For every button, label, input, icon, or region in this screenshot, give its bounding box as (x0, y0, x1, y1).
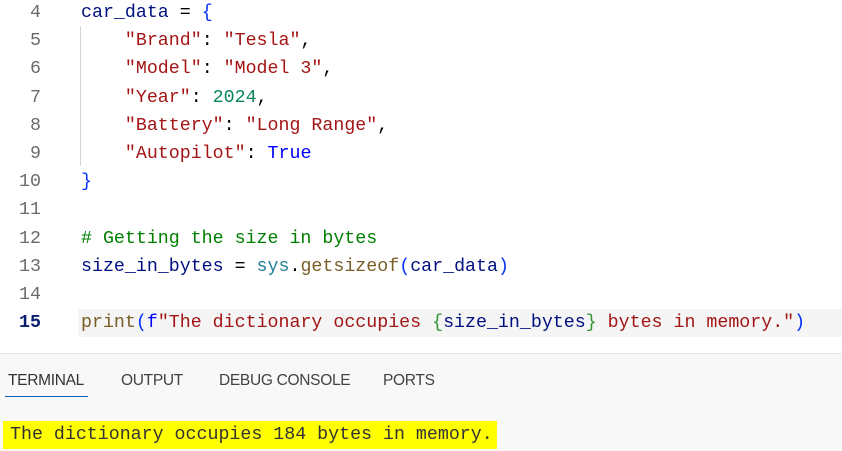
code-text[interactable]: print(f"The dictionary occupies {size_in… (78, 309, 842, 338)
code-line[interactable]: 9 "Autopilot": True (0, 140, 842, 168)
code-text[interactable]: size_in_bytes = sys.getsizeof(car_data) (78, 253, 842, 281)
code-token: } (585, 313, 597, 334)
indent-guide (80, 26, 81, 166)
code-line[interactable]: 7 "Year": 2024, (0, 84, 842, 112)
code-token: : (223, 115, 246, 136)
code-token: : (201, 31, 224, 52)
code-token: "Autopilot" (124, 144, 246, 164)
code-token: "Model 3" (223, 59, 323, 80)
code-token: getsizeof (300, 256, 400, 277)
code-text[interactable]: "Year": 2024, (78, 84, 842, 112)
code-token: , (256, 87, 268, 108)
code-token: : (245, 144, 268, 164)
bottom-panel: TERMINAL OUTPUT DEBUG CONSOLE PORTS The … (0, 353, 842, 451)
code-token: "Model" (124, 59, 202, 80)
line-number: 7 (30, 87, 41, 108)
code-token: ) (794, 313, 806, 334)
code-token: car_data (81, 3, 169, 23)
tab-output[interactable]: OUTPUT (121, 372, 183, 389)
code-token: : (190, 87, 213, 108)
code-token: . (289, 256, 301, 277)
code-line[interactable]: 8 "Battery": "Long Range", (0, 112, 842, 140)
active-tab-indicator (5, 396, 88, 397)
code-line[interactable]: 6 "Model": "Model 3", (0, 55, 842, 83)
code-token: = (168, 3, 202, 23)
code-text[interactable]: "Autopilot": True (78, 140, 842, 168)
code-text[interactable]: } (78, 168, 842, 196)
code-token: } (81, 172, 92, 193)
line-number: 11 (19, 200, 41, 221)
code-token: True (267, 144, 312, 164)
code-token: "The dictionary occupies (157, 313, 433, 334)
tab-debug-console[interactable]: DEBUG CONSOLE (219, 372, 351, 389)
code-line[interactable]: 4 car_data = { (0, 0, 842, 27)
code-token (81, 59, 125, 79)
code-token: ( (135, 313, 147, 334)
code-token: "Long Range" (245, 115, 378, 136)
line-number: 10 (19, 172, 41, 193)
code-text[interactable]: "Battery": "Long Range", (78, 112, 842, 140)
code-line[interactable]: 13 size_in_bytes = sys.getsizeof(car_data… (0, 253, 842, 281)
line-number: 14 (19, 285, 41, 305)
code-token (81, 116, 125, 136)
code-token: size_in_bytes (443, 313, 586, 334)
code-token: print (81, 313, 136, 334)
code-token: { (432, 313, 444, 334)
panel-tabs: TERMINAL OUTPUT DEBUG CONSOLE PORTS (0, 354, 842, 398)
code-text[interactable]: "Model": "Model 3", (78, 55, 842, 83)
line-number: 13 (19, 256, 41, 277)
code-token: # Getting the size in bytes (81, 228, 378, 249)
line-number: 8 (30, 115, 41, 136)
code-token: size_in_bytes (81, 256, 224, 277)
code-text[interactable] (78, 196, 842, 224)
line-number: 12 (19, 228, 41, 249)
code-line[interactable]: 11 (0, 196, 842, 224)
code-token: ( (399, 256, 411, 277)
code-text[interactable]: car_data = { (78, 0, 842, 27)
code-token: "Battery" (124, 115, 224, 136)
code-token: = (223, 256, 257, 277)
tab-ports[interactable]: PORTS (383, 372, 435, 389)
line-number: 9 (30, 144, 41, 164)
tab-terminal[interactable]: TERMINAL (8, 372, 84, 389)
code-token: , (377, 115, 389, 136)
code-token: "Year" (124, 87, 191, 108)
code-token: : (201, 59, 224, 80)
code-line[interactable]: 10} (0, 168, 842, 196)
code-token (81, 88, 125, 108)
code-token: "Tesla" (223, 31, 301, 52)
code-token (81, 31, 125, 51)
code-token: "Brand" (124, 31, 202, 52)
code-text[interactable] (78, 281, 842, 309)
terminal-output-line: The dictionary occupies 184 bytes in mem… (3, 421, 497, 449)
code-token: { (201, 3, 213, 23)
code-token: 2024 (212, 87, 257, 108)
code-token: car_data (410, 256, 498, 277)
code-text[interactable]: "Brand": "Tesla", (78, 27, 842, 55)
code-token: bytes in memory." (596, 313, 795, 334)
code-text[interactable]: # Getting the size in bytes (78, 225, 842, 253)
code-line[interactable]: 15 print(f"The dictionary occupies {size_… (0, 309, 842, 338)
code-token (81, 144, 125, 164)
code-token: , (322, 59, 334, 80)
line-number: 4 (30, 3, 41, 23)
line-number: 6 (30, 59, 41, 80)
code-token: f (146, 313, 158, 334)
line-number: 15 (19, 313, 41, 334)
code-token: sys (256, 256, 290, 277)
code-line[interactable]: 14 (0, 281, 842, 309)
code-line[interactable]: 12 # Getting the size in bytes (0, 225, 842, 253)
code-token: , (300, 31, 312, 52)
code-line[interactable]: 5 "Brand": "Tesla", (0, 27, 842, 55)
code-token: ) (497, 256, 509, 277)
line-number: 5 (30, 31, 41, 52)
